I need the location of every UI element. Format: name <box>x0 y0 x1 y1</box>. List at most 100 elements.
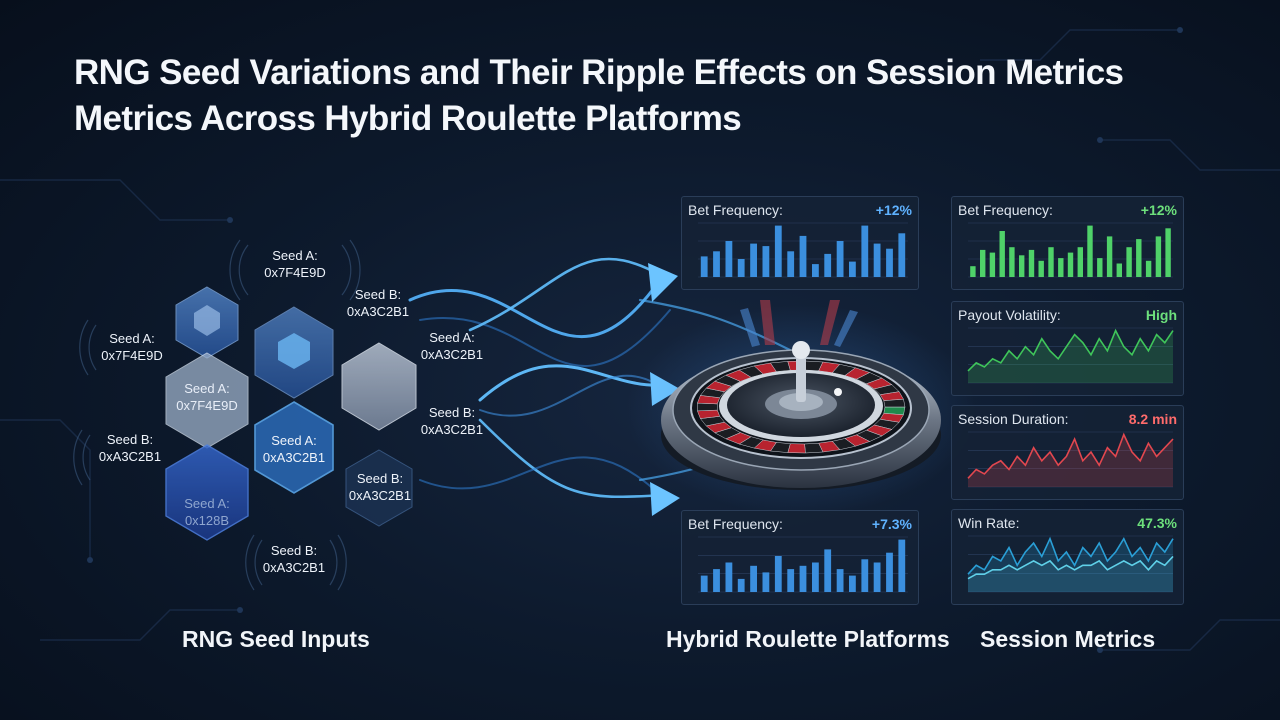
seed-label: Seed B: 0xA3C2B1 <box>338 286 418 320</box>
seed-name: Seed A: <box>184 381 230 396</box>
series-area <box>968 538 1173 592</box>
bar <box>812 264 819 277</box>
panel-chart-area <box>698 536 908 593</box>
panel-value: 47.3% <box>1137 515 1177 531</box>
seed-code: 0xA3C2B1 <box>262 450 326 465</box>
bar <box>873 562 881 592</box>
seed-label: Seed A: 0x128B <box>167 495 247 529</box>
bar <box>762 572 770 592</box>
panel-value: +12% <box>1140 202 1177 218</box>
bar <box>898 539 906 592</box>
metric-panel-bet-frequency-top: Bet Frequency: +12% <box>681 196 919 290</box>
bar <box>873 243 881 277</box>
seed-name: Seed A: <box>184 496 230 511</box>
bar <box>836 569 844 592</box>
metric-panel-bet-frequency-green: Bet Frequency: +12% <box>951 196 1184 290</box>
wheel-pocket <box>883 398 906 408</box>
panel-value: High <box>1145 307 1177 323</box>
seed-name: Seed A: <box>109 331 155 346</box>
series-area <box>968 556 1173 592</box>
seed-code: 0xA3C2B1 <box>98 449 162 464</box>
title-line-2: Metrics Across Hybrid Roulette Platforms <box>74 99 742 138</box>
seed-name: Seed B: <box>356 471 404 486</box>
series-line <box>967 555 1174 580</box>
bar <box>836 241 844 277</box>
series-line <box>967 432 1174 479</box>
panel-value: +7.3% <box>871 516 912 532</box>
bar <box>737 259 745 277</box>
bar <box>861 225 869 277</box>
panel-chart-area <box>967 431 1174 488</box>
seed-label: Seed A: 0x7F4E9D <box>255 247 335 281</box>
section-label-roulette-platforms: Hybrid Roulette Platforms <box>666 626 950 652</box>
panel-chart-area <box>967 535 1174 593</box>
panel-chart <box>698 536 908 593</box>
seed-label: Seed A: 0xA3C2B1 <box>254 432 334 466</box>
bar <box>737 578 745 592</box>
bar <box>849 261 856 277</box>
panel-chart-area <box>967 327 1174 384</box>
seed-code: 0x128B <box>184 513 230 528</box>
panel-label: Payout Volatility: <box>958 307 1061 323</box>
seed-name: Seed B: <box>354 287 402 302</box>
bar <box>1155 236 1162 277</box>
seed-label: Seed A: 0x7F4E9D <box>167 380 247 414</box>
seed-label: Seed B: 0xA3C2B1 <box>254 542 334 576</box>
bar <box>1136 239 1142 277</box>
metric-panel-win-rate: Win Rate: 47.3% <box>951 509 1184 605</box>
title-line-1: RNG Seed Variations and Their Ripple Eff… <box>74 53 1124 92</box>
bar <box>1009 247 1015 277</box>
section-label-session-metrics: Session Metrics <box>980 626 1156 652</box>
bar <box>970 266 976 277</box>
bar <box>762 246 770 277</box>
bar <box>824 253 832 277</box>
bar <box>1077 247 1083 277</box>
wheel-pocket <box>697 402 718 412</box>
seed-name: Seed A: <box>271 433 317 448</box>
panel-chart <box>967 431 1174 488</box>
bar <box>980 249 986 277</box>
bar <box>700 575 708 592</box>
seed-code: 0xA3C2B1 <box>262 560 326 575</box>
panel-label: Bet Frequency: <box>688 202 783 218</box>
seed-code: 0x7F4E9D <box>264 265 326 280</box>
seed-label: Seed B: 0xA3C2B1 <box>412 404 492 438</box>
series-area <box>968 330 1173 383</box>
panel-value: +12% <box>875 202 912 218</box>
page-title: RNG Seed Variations and Their Ripple Eff… <box>74 50 1254 142</box>
seed-name: Seed B: <box>428 405 476 420</box>
seed-name: Seed A: <box>429 330 475 345</box>
metric-panel-payout-volatility: Payout Volatility: High <box>951 301 1184 396</box>
bar <box>750 243 757 277</box>
bar <box>1126 247 1132 277</box>
metric-panel-session-duration: Session Duration: 8.2 min <box>951 405 1184 500</box>
bar <box>1145 260 1152 277</box>
bar <box>713 251 720 277</box>
bar <box>1165 228 1171 277</box>
panel-chart <box>968 222 1173 278</box>
panel-value: 8.2 min <box>1128 411 1177 427</box>
bar <box>824 549 832 592</box>
seed-name: Seed B: <box>106 432 154 447</box>
seed-label: Seed A: 0xA3C2B1 <box>412 329 492 363</box>
bar <box>713 569 720 592</box>
bar <box>700 256 708 277</box>
bar <box>1087 225 1093 277</box>
bar <box>750 565 757 592</box>
bar <box>861 559 869 592</box>
bar <box>1019 255 1025 277</box>
series-line <box>967 536 1174 575</box>
panel-label: Bet Frequency: <box>958 202 1053 218</box>
bar <box>799 235 807 277</box>
panel-chart-area <box>698 222 908 278</box>
seed-code: 0xA3C2B1 <box>420 422 484 437</box>
panel-chart <box>698 222 908 278</box>
metric-panel-bet-frequency-bottom: Bet Frequency: +7.3% <box>681 510 919 605</box>
bar <box>1116 263 1122 277</box>
seed-code: 0xA3C2B1 <box>420 347 484 362</box>
seed-label: Seed B: 0xA3C2B1 <box>90 431 170 465</box>
bar <box>812 562 819 592</box>
wheel-pocket <box>787 443 806 454</box>
bar <box>1028 249 1035 277</box>
